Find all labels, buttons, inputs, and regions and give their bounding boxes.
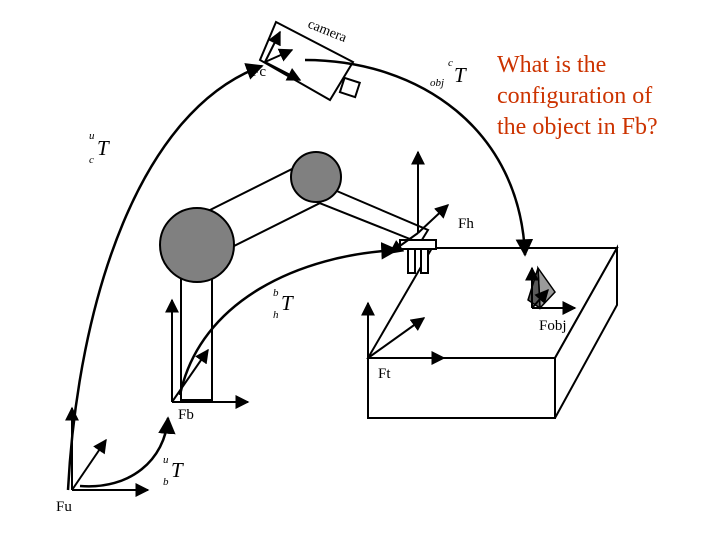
shoulder-joint bbox=[159, 207, 235, 283]
transform-label-u-b: u b T bbox=[163, 454, 184, 488]
svg-text:T: T bbox=[281, 291, 294, 315]
svg-text:T: T bbox=[454, 63, 467, 87]
svg-text:h: h bbox=[273, 309, 279, 321]
transform-label-u-c: u c T bbox=[89, 130, 110, 166]
table-box bbox=[366, 244, 619, 419]
transform-label-b-h: b h T bbox=[273, 287, 294, 321]
svg-text:T: T bbox=[171, 458, 184, 482]
curve-u-to-c bbox=[66, 63, 264, 491]
elbow-joint bbox=[290, 151, 342, 203]
svg-text:b: b bbox=[273, 287, 279, 299]
robot-arm bbox=[159, 151, 437, 401]
question-line-1: What is the bbox=[497, 52, 607, 78]
curve-u-to-b bbox=[79, 416, 176, 488]
svg-text:b: b bbox=[163, 476, 169, 488]
svg-text:u: u bbox=[89, 130, 95, 142]
frame-label-fu: Fu bbox=[56, 499, 72, 515]
frame-label-fobj: Fobj bbox=[539, 318, 567, 334]
svg-text:c: c bbox=[448, 57, 453, 69]
frame-label-ft: Ft bbox=[378, 366, 391, 382]
frame-fc-axes bbox=[264, 30, 302, 81]
gripper bbox=[399, 239, 437, 274]
frame-label-fc: Fc bbox=[251, 64, 266, 80]
transform-label-c-obj: c obj T bbox=[430, 57, 467, 89]
question-line-2: configuration of bbox=[497, 83, 653, 109]
question-line-3: the object in Fb? bbox=[497, 114, 658, 140]
question-text: What is the configuration of the object … bbox=[497, 50, 712, 143]
frame-fobj-axes bbox=[525, 266, 577, 315]
curve-c-to-obj bbox=[304, 58, 534, 257]
svg-text:c: c bbox=[89, 154, 94, 166]
frame-fu-axes bbox=[65, 406, 150, 497]
frame-fb-axes bbox=[165, 298, 250, 409]
frame-ft-axes bbox=[361, 301, 446, 365]
svg-text:u: u bbox=[163, 454, 169, 466]
svg-text:obj: obj bbox=[430, 77, 444, 89]
svg-text:T: T bbox=[97, 136, 110, 160]
frame-label-fh: Fh bbox=[458, 216, 474, 232]
frame-label-fb: Fb bbox=[178, 407, 194, 423]
frame-fh-axes bbox=[388, 150, 450, 254]
curve-b-to-h bbox=[178, 242, 399, 396]
